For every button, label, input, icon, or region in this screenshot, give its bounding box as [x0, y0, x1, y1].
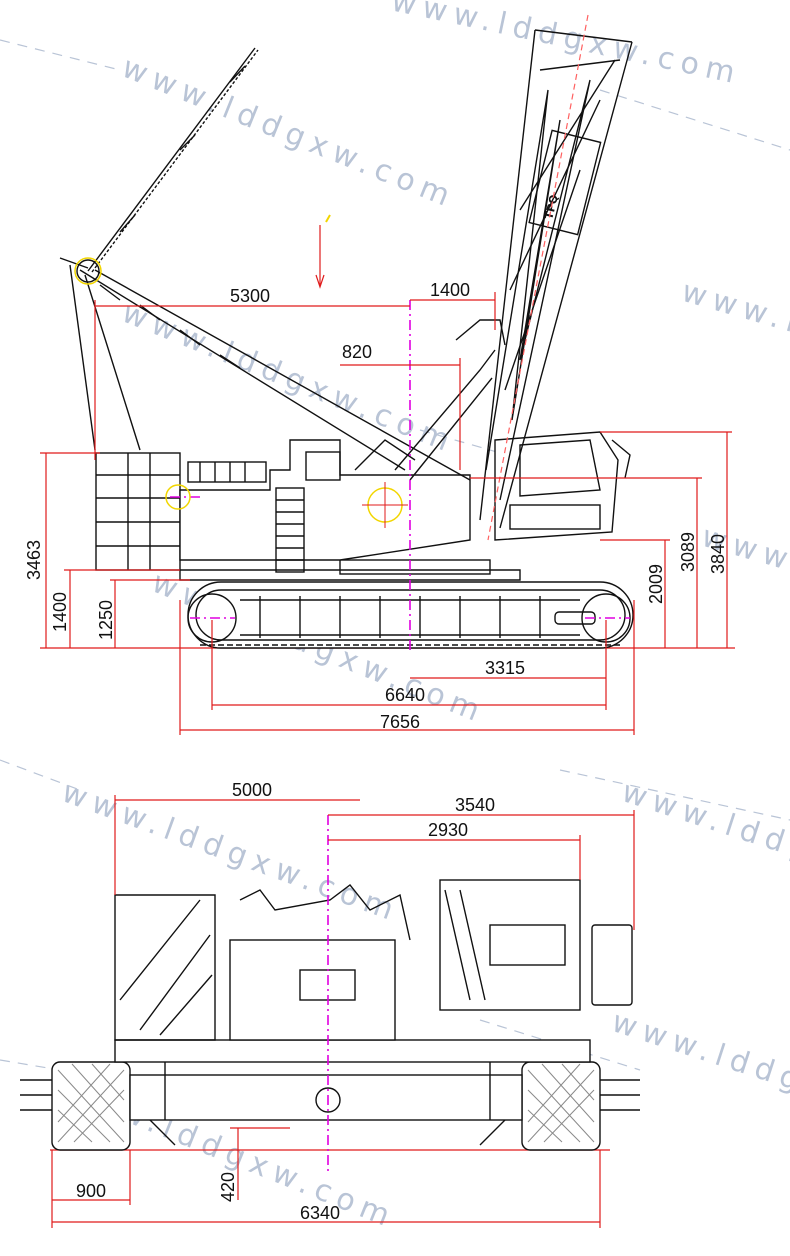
rear-dimension-lines-top — [114, 795, 635, 930]
dimension-lines-top — [94, 292, 496, 470]
rear-dimension-lines-bottom — [51, 1127, 601, 1228]
dim-jib-radius: 5300 — [230, 286, 270, 306]
left-crawler — [20, 1061, 131, 1151]
dimension-lines-left — [40, 452, 190, 648]
dimension-lines-bottom — [179, 600, 635, 735]
dim-overall-width: 6340 — [300, 1203, 340, 1223]
dim-counterweight-clearance: 1400 — [50, 592, 70, 632]
dim-overall-length: 7656 — [380, 712, 420, 732]
dim-foot-offset: 820 — [342, 342, 372, 362]
dim-left-width: 5000 — [232, 780, 272, 800]
dim-boom-offset: 1400 — [430, 280, 470, 300]
right-crawler — [521, 1061, 640, 1151]
watermark-text: www.lddgxw.com — [57, 775, 404, 930]
rear-view: 5000 3540 2930 900 420 6340 — [20, 780, 640, 1228]
dim-right-width: 3540 — [455, 795, 495, 815]
side-view: TPQ 53 — [24, 14, 735, 735]
counterweight — [95, 452, 181, 571]
lattice-boom: TPQ — [479, 29, 633, 529]
dim-track-width: 900 — [76, 1181, 106, 1201]
watermark-text: www.lddgxw.com — [117, 50, 461, 216]
upper-house — [179, 439, 471, 573]
dim-overall-height: 3840 — [708, 534, 728, 574]
dim-tail-height: 3463 — [24, 540, 44, 580]
mast-frame — [59, 47, 471, 481]
dim-cab-width: 2930 — [428, 820, 468, 840]
watermark-text: www.lddgxw.com — [608, 1004, 790, 1148]
dim-track-length: 6640 — [385, 685, 425, 705]
watermark-text: www.lddgxw.com — [618, 774, 790, 918]
dim-boom-foot-height: 3089 — [678, 532, 698, 572]
dim-track-half: 3315 — [485, 658, 525, 678]
watermark-text: www.lddgxw.com — [388, 0, 744, 92]
dim-ground-clearance: 420 — [218, 1172, 238, 1202]
dim-cab-height: 2009 — [646, 564, 666, 604]
dim-frame-height: 1250 — [96, 600, 116, 640]
watermark-text: www.lddgxw.com — [678, 274, 790, 406]
operator-cab — [494, 431, 631, 541]
dimension-lines-right — [470, 431, 732, 648]
center-marker — [74, 214, 408, 528]
